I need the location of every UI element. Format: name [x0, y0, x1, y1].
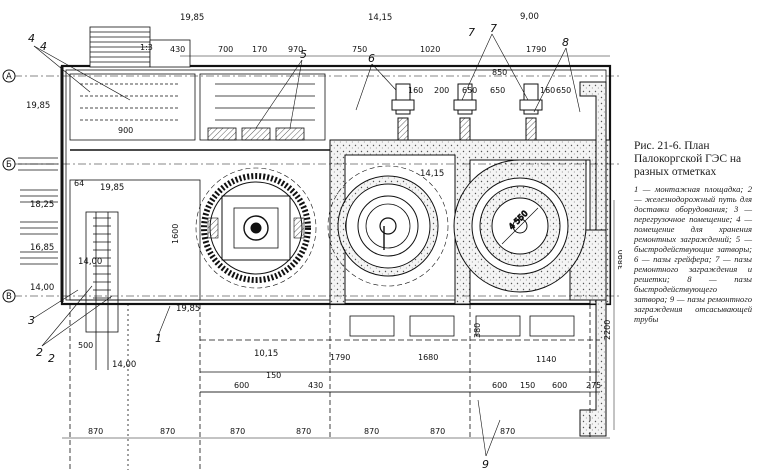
axis-a-bubble: А	[2, 69, 16, 83]
svg-text:870: 870	[88, 427, 103, 436]
svg-text:900: 900	[118, 126, 133, 135]
svg-text:870: 870	[364, 427, 379, 436]
bottom-dimensions: 870 870 870 870 870 870 870	[88, 427, 515, 436]
svg-text:А: А	[6, 72, 12, 82]
dimension-lines	[62, 55, 615, 439]
svg-text:1:3: 1:3	[140, 43, 153, 52]
svg-text:870: 870	[230, 427, 245, 436]
ref-1: 1	[155, 332, 162, 345]
svg-text:600: 600	[552, 381, 567, 390]
gate-slots	[391, 83, 543, 141]
reference-numbers: 1 2 2 3 4 4 5 6 7 7 8 9	[28, 22, 569, 471]
ref-5: 5	[300, 48, 307, 61]
elevation-10: 14,00	[30, 283, 54, 293]
stair-block	[89, 26, 191, 68]
inner-dimensions: 430 1:3 900 64 500 1600 3890 2200 1790 1…	[74, 43, 622, 380]
elevation-13: 10,15	[254, 349, 278, 359]
top-dimensions: 700 170 970 750 1020 1790 850 200 650 16…	[218, 45, 571, 95]
elevation-3: 9,00	[520, 12, 539, 22]
svg-text:650: 650	[556, 86, 571, 95]
svg-text:2200: 2200	[603, 320, 612, 340]
caption-title: Рис. 21-6. План Палокоргской ГЭС на разн…	[634, 140, 742, 178]
svg-text:3890: 3890	[617, 250, 622, 270]
svg-text:160: 160	[540, 86, 555, 95]
svg-text:650: 650	[490, 86, 505, 95]
figure-caption: Рис. 21-6. План Палокоргской ГЭС на разн…	[634, 140, 752, 324]
svg-text:200: 200	[434, 86, 449, 95]
elevation-4: 19,85	[26, 101, 50, 111]
assembly-area	[69, 179, 201, 470]
ref-9: 9	[482, 458, 489, 471]
generator-unit-2	[327, 165, 449, 287]
elevation-7: 18,25	[30, 200, 54, 210]
svg-text:170: 170	[252, 45, 267, 54]
svg-text:150: 150	[266, 371, 281, 380]
generator-unit-1	[195, 167, 317, 289]
bottom-row-dimensions: 600 430 600 150 600 275	[234, 381, 601, 390]
ref-6: 6	[368, 52, 375, 65]
spiral-case-unit-3: 4 550	[453, 159, 587, 293]
svg-text:750: 750	[352, 45, 367, 54]
hydropower-plant-plan: 4 550 А Б В	[2, 12, 622, 471]
svg-text:380: 380	[473, 323, 482, 338]
svg-text:870: 870	[160, 427, 175, 436]
ref-4b: 4	[40, 40, 47, 53]
leader-lines	[33, 33, 581, 457]
svg-text:1790: 1790	[330, 353, 350, 362]
axis-lines	[14, 75, 620, 297]
axis-b-bubble: Б	[2, 157, 16, 171]
svg-text:700: 700	[218, 45, 233, 54]
svg-text:1790: 1790	[526, 45, 546, 54]
svg-text:1680: 1680	[418, 353, 438, 362]
ref-7a: 7	[468, 26, 475, 39]
svg-text:430: 430	[308, 381, 323, 390]
axis-c-bubble: В	[2, 289, 16, 303]
elevation-5: 19,85	[100, 183, 124, 193]
svg-text:430: 430	[170, 45, 185, 54]
elevation-11: 19,85	[176, 304, 200, 314]
svg-text:В: В	[6, 292, 12, 302]
svg-text:870: 870	[500, 427, 515, 436]
elevation-1: 19,85	[180, 13, 204, 23]
elevation-6: 14,15	[420, 169, 444, 179]
elevation-labels: 19,85 14,15 9,00 19,85 19,85 14,15 18,25…	[26, 12, 539, 370]
svg-text:600: 600	[234, 381, 249, 390]
ref-4a: 4	[28, 32, 35, 45]
svg-text:1600: 1600	[171, 224, 180, 244]
svg-text:870: 870	[430, 427, 445, 436]
draft-tube-bays	[200, 304, 600, 440]
svg-text:500: 500	[78, 341, 93, 350]
ref-2b: 2	[48, 352, 55, 365]
svg-text:600: 600	[492, 381, 507, 390]
svg-text:160: 160	[408, 86, 423, 95]
svg-text:850: 850	[492, 68, 507, 77]
svg-text:64: 64	[74, 179, 84, 188]
storage-rooms	[69, 73, 330, 151]
svg-text:150: 150	[520, 381, 535, 390]
svg-text:1140: 1140	[536, 355, 556, 364]
elevation-12: 14,00	[112, 360, 136, 370]
elevation-2: 14,15	[368, 13, 392, 23]
svg-text:275: 275	[586, 381, 601, 390]
elevation-8: 16,85	[30, 243, 54, 253]
caption-legend: 1 — монтажная площадка; 2 — железнодорож…	[634, 184, 752, 324]
svg-text:Б: Б	[6, 160, 12, 170]
ref-7b: 7	[490, 22, 497, 35]
svg-text:1020: 1020	[420, 45, 440, 54]
ref-8: 8	[562, 36, 569, 49]
ref-3: 3	[28, 314, 35, 327]
elevation-9: 14,00	[78, 257, 102, 267]
svg-text:970: 970	[288, 45, 303, 54]
ref-2a: 2	[36, 346, 43, 359]
svg-text:870: 870	[296, 427, 311, 436]
svg-text:650: 650	[462, 86, 477, 95]
